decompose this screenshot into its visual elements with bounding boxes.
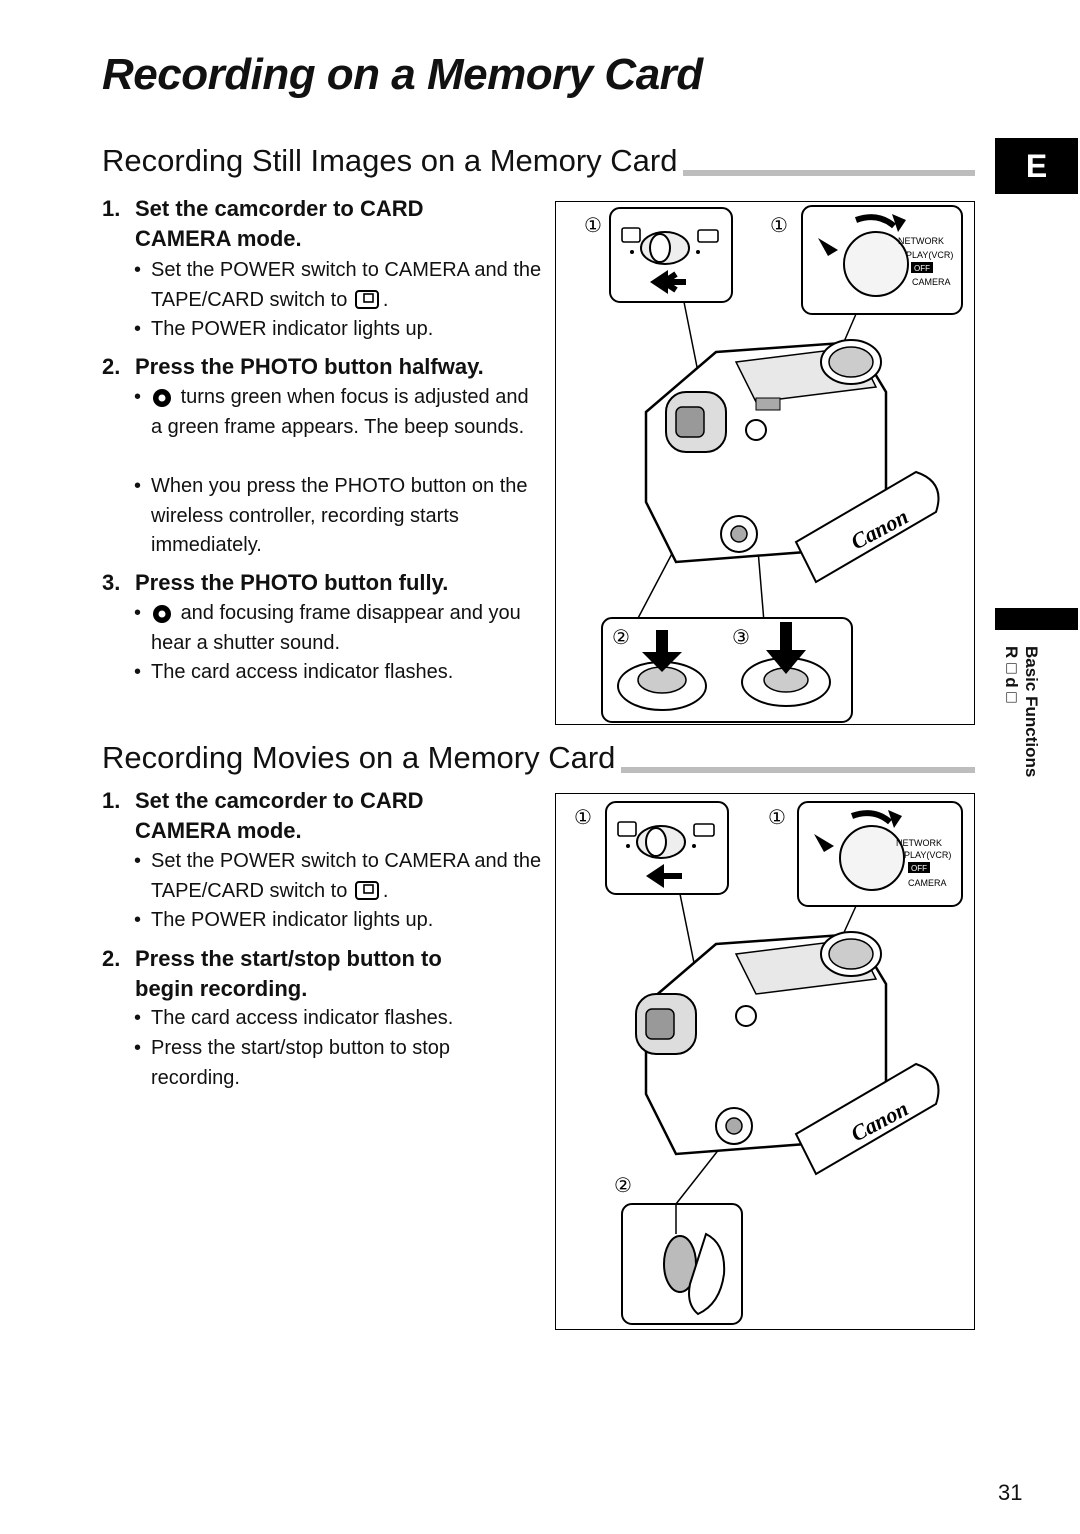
page-title: Recording on a Memory Card bbox=[102, 50, 703, 99]
bullet-item: •The card access indicator flashes. bbox=[134, 1007, 454, 1029]
section-heading-still: Recording Still Images on a Memory Card bbox=[102, 143, 684, 179]
bullet-item: • turns green when focus is adjusted and… bbox=[134, 386, 529, 438]
callout-1: ① bbox=[770, 213, 788, 237]
illustration-drawing: ① ① NETWORK PLAY(VCR) OFF CAMERA bbox=[574, 801, 963, 1325]
camcorder-body: Canon bbox=[635, 931, 940, 1176]
still-recording-illustration: ① ① NETWORK PLAY(VCR) OFF CAMERA bbox=[555, 201, 975, 725]
dial-label-camera: CAMERA bbox=[908, 878, 947, 888]
bullet-item: •When you press the PHOTO button on the … bbox=[134, 475, 528, 556]
side-bar bbox=[995, 608, 1078, 630]
card-mode-icon bbox=[354, 290, 379, 310]
tape-card-switch-detail bbox=[605, 801, 729, 895]
dial-label-off: OFF bbox=[914, 264, 930, 273]
step-title: 1.Set the camcorder to CARD CAMERA mode. bbox=[102, 196, 424, 251]
side-chapter-label: Basic Functions R□d□ bbox=[1002, 646, 1041, 778]
photo-button-detail: ② ③ bbox=[601, 617, 853, 723]
tape-card-switch-detail bbox=[609, 207, 733, 303]
dial-label-play: PLAY(VCR) bbox=[906, 250, 953, 260]
callout-1: ① bbox=[584, 213, 602, 237]
power-dial-detail: NETWORK PLAY(VCR) OFF CAMERA bbox=[797, 801, 963, 907]
language-tab: E bbox=[995, 138, 1078, 194]
power-dial-detail: NETWORK PLAY(VCR) OFF CAMERA bbox=[801, 205, 963, 315]
start-stop-button-detail bbox=[621, 1203, 743, 1325]
step-title: 2.Press the PHOTO button halfway. bbox=[102, 354, 484, 379]
dial-label-network: NETWORK bbox=[896, 838, 942, 848]
callout-1: ① bbox=[574, 805, 592, 829]
callout-3: ③ bbox=[732, 625, 750, 649]
focus-indicator-icon bbox=[153, 604, 171, 623]
callout-2: ② bbox=[612, 625, 630, 649]
focus-indicator-icon bbox=[153, 388, 171, 407]
bullet-item: • and focusing frame disappear and you h… bbox=[134, 602, 521, 654]
page-number: 31 bbox=[998, 1480, 1023, 1505]
section-heading-movie: Recording Movies on a Memory Card bbox=[102, 740, 622, 776]
bullet-item: •The POWER indicator lights up. bbox=[134, 318, 434, 340]
dial-label-network: NETWORK bbox=[898, 236, 944, 246]
bullet-item: •Press the start/stop button to stop rec… bbox=[134, 1037, 451, 1089]
bullet-item: •The card access indicator flashes. bbox=[134, 661, 454, 683]
illustration-drawing: ① ① NETWORK PLAY(VCR) OFF CAMERA bbox=[584, 205, 963, 723]
bullet-item: •The POWER indicator lights up. bbox=[134, 909, 434, 931]
step-title: 2.Press the start/stop button to begin r… bbox=[102, 946, 442, 1001]
movie-recording-illustration: ① ① NETWORK PLAY(VCR) OFF CAMERA bbox=[555, 793, 975, 1330]
callout-2: ② bbox=[614, 1173, 632, 1197]
step-title: 3.Press the PHOTO button fully. bbox=[102, 570, 449, 595]
card-mode-icon bbox=[354, 881, 379, 901]
dial-label-off: OFF bbox=[911, 864, 927, 873]
dial-label-play: PLAY(VCR) bbox=[904, 850, 951, 860]
bullet-item: • Set the POWER switch to CAMERA and the… bbox=[134, 850, 542, 902]
callout-1: ① bbox=[768, 805, 786, 829]
camcorder-body: Canon bbox=[644, 339, 940, 584]
bullet-item: • Set the POWER switch to CAMERA and the… bbox=[134, 259, 542, 311]
step-title: 1.Set the camcorder to CARD CAMERA mode. bbox=[102, 788, 424, 843]
dial-label-camera: CAMERA bbox=[912, 277, 951, 287]
